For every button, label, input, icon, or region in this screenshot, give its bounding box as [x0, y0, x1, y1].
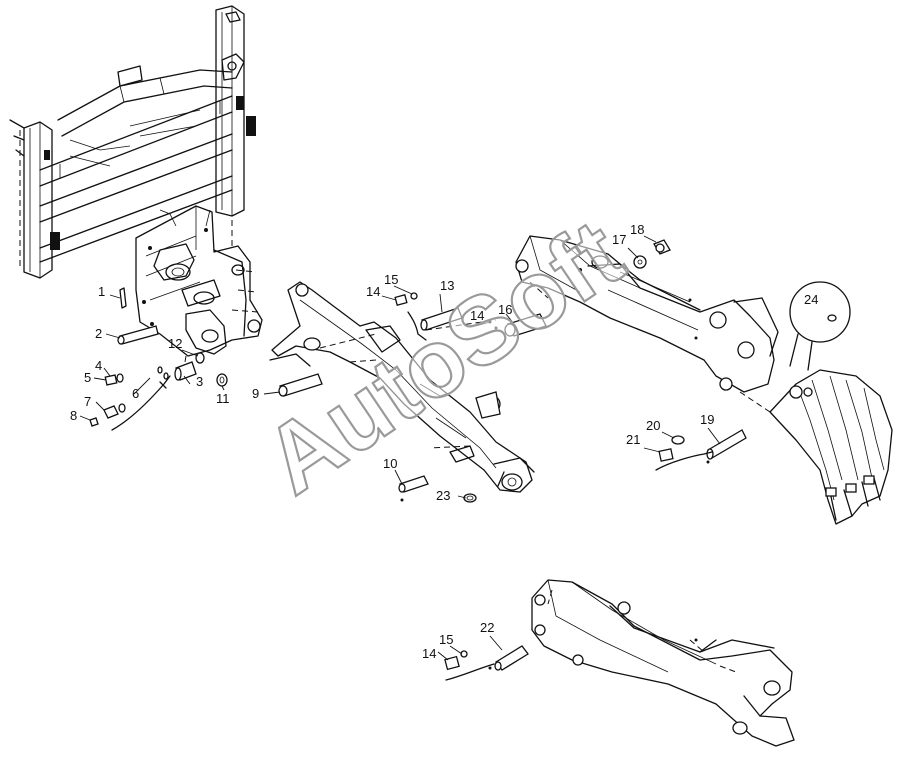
callout-2: 2	[95, 326, 102, 341]
callout-5: 5	[84, 370, 91, 385]
dipper-arm	[515, 235, 779, 413]
bucket-pins	[655, 429, 747, 471]
callout-1: 1	[98, 284, 105, 299]
leader-lines	[79, 235, 721, 661]
callout-17: 17	[612, 232, 626, 247]
callout-14c: 14	[422, 646, 436, 661]
dipper-bushings	[633, 239, 671, 269]
callout-13: 13	[440, 278, 454, 293]
boom	[271, 281, 535, 493]
callout-15b: 15	[439, 632, 453, 647]
callout-24: 24	[804, 292, 818, 307]
callout-labels: 1 2 3 4 5 6 7 8 9 10 11 12 13 14 14 14 1…	[70, 222, 818, 661]
callout-21: 21	[626, 432, 640, 447]
callout-16: 16	[498, 302, 512, 317]
callout-18: 18	[630, 222, 644, 237]
mounting-frame	[9, 5, 256, 279]
callout-8: 8	[70, 408, 77, 423]
callout-7: 7	[84, 394, 91, 409]
callout-6: 6	[132, 386, 139, 401]
callout-23: 23	[436, 488, 450, 503]
callout-22: 22	[480, 620, 494, 635]
callout-14a: 14	[366, 284, 380, 299]
bucket	[769, 281, 893, 525]
callout-9: 9	[252, 386, 259, 401]
watermark: AutoSoft	[245, 198, 643, 515]
boom-pins	[269, 292, 547, 503]
callout-10: 10	[383, 456, 397, 471]
callout-4: 4	[95, 358, 102, 373]
callout-20: 20	[646, 418, 660, 433]
callout-3: 3	[196, 374, 203, 389]
callout-12: 12	[168, 336, 182, 351]
callout-15a: 15	[384, 272, 398, 287]
callout-19: 19	[700, 412, 714, 427]
callout-14b: 14	[470, 308, 484, 323]
callout-11: 11	[216, 391, 230, 406]
small-parts-left	[89, 287, 228, 431]
bottom-arm-assembly	[444, 579, 795, 747]
autosoft-watermark: AutoSoft	[246, 199, 642, 514]
